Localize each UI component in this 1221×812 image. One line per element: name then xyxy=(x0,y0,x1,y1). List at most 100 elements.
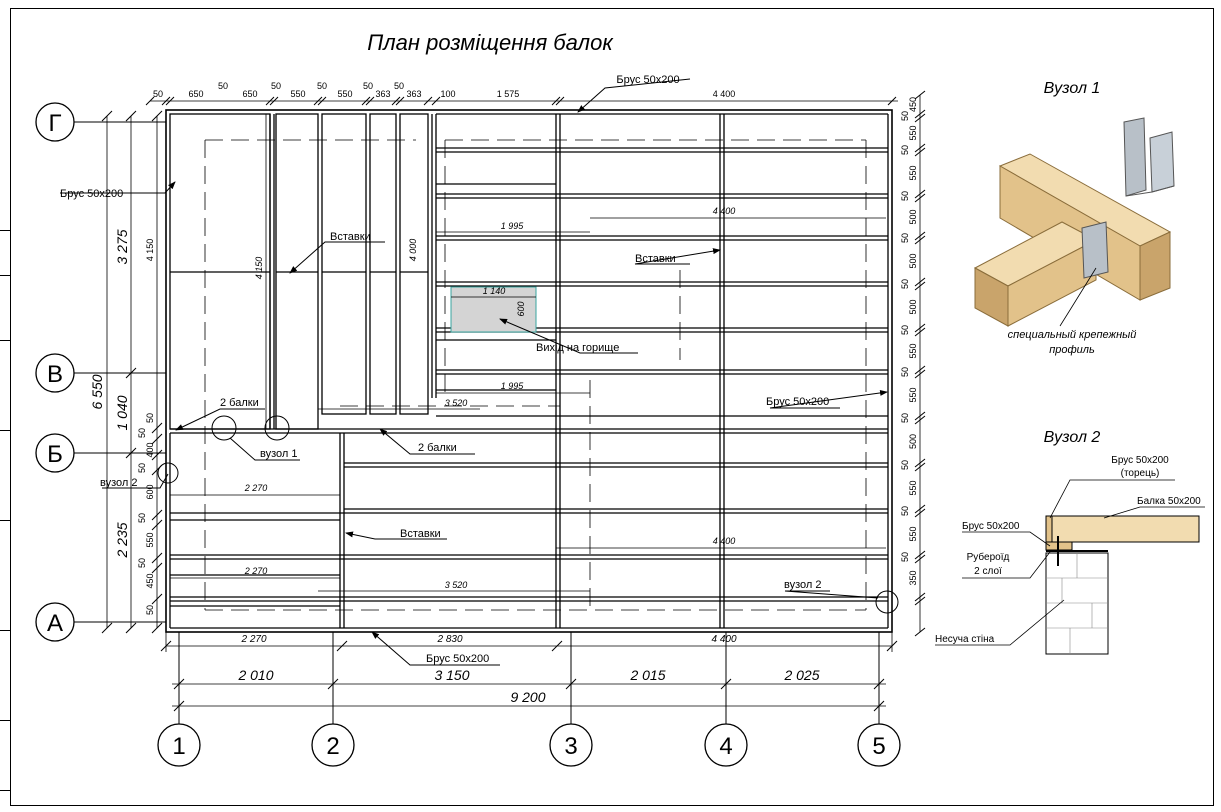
axis-letter-a: А xyxy=(47,610,63,637)
dimension-tick xyxy=(914,323,926,333)
node1-caption: профиль xyxy=(1049,344,1095,356)
left-outer-dim: 2 235 xyxy=(114,522,130,558)
top-dim: 550 xyxy=(290,89,305,99)
axis-number-5: 5 xyxy=(872,733,885,760)
node-markers xyxy=(157,415,899,614)
left-inner-dim: 50 xyxy=(137,428,147,438)
dimension-tick xyxy=(395,96,405,106)
right-dim: 50 xyxy=(900,111,910,121)
dimension-tick xyxy=(431,96,441,106)
left-outer-dim: 3 275 xyxy=(114,229,130,264)
inner-dim-1140: 1 140 xyxy=(483,286,506,296)
dimension-tick xyxy=(265,96,275,106)
dimension-tick xyxy=(914,193,926,203)
label-brus-top: Брус 50х200 xyxy=(616,74,679,86)
profile-plate-icon xyxy=(1081,221,1109,279)
dimension-tick xyxy=(914,113,926,123)
right-dim: 500 xyxy=(908,434,918,449)
left-inner-dim: 50 xyxy=(137,558,147,568)
top-dim: 363 xyxy=(406,89,421,99)
top-dim: 50 xyxy=(271,81,281,91)
inner-dim-1995: 1 995 xyxy=(501,381,525,391)
top-dim: 50 xyxy=(153,89,163,99)
right-dim: 50 xyxy=(900,460,910,470)
right-dim: 50 xyxy=(900,233,910,243)
top-dim: 50 xyxy=(317,81,327,91)
dimension-tick xyxy=(914,147,926,157)
right-dimension-ticks xyxy=(914,90,926,637)
left-zone-beams xyxy=(169,113,437,430)
left-inner-dim: 50 xyxy=(145,605,155,615)
hanger-bracket-icon xyxy=(1123,117,1147,197)
right-dim: 450 xyxy=(908,97,918,112)
dimension-tick xyxy=(317,96,327,106)
dimension-tick xyxy=(914,277,926,287)
main-beam-end xyxy=(1139,231,1171,301)
right-dim: 550 xyxy=(908,526,918,541)
top-dim: 550 xyxy=(337,89,352,99)
label-vstavky: Вставки xyxy=(330,231,371,243)
label-two-beams: 2 балки xyxy=(418,442,457,454)
margin-tick xyxy=(0,630,10,631)
label-node2-left: вузол 2 xyxy=(100,477,138,489)
right-dim: 50 xyxy=(900,191,910,201)
left-inner-dim: 450 xyxy=(145,573,155,588)
margin-tick xyxy=(0,340,10,341)
inner-dim-4400: 4 400 xyxy=(713,536,736,546)
top-dim: 100 xyxy=(440,89,455,99)
dimension-tick xyxy=(555,96,565,106)
node2-label-brus-torets: Брус 50х200 xyxy=(1111,455,1169,466)
left-inner-dim: 50 xyxy=(137,463,147,473)
axis-letter-leaders xyxy=(74,121,166,623)
bottom-dimension-lines xyxy=(165,632,893,707)
margin-tick xyxy=(0,430,10,431)
dimension-tick xyxy=(914,411,926,421)
label-node1-plan: вузол 1 xyxy=(260,448,298,460)
dimension-tick xyxy=(365,96,375,106)
bottom-row-dim: 2 830 xyxy=(436,634,462,645)
axis-number-2: 2 xyxy=(326,733,339,760)
total-dim: 9 200 xyxy=(510,689,545,705)
sheet-border xyxy=(10,8,1214,806)
node1-title: Вузол 1 xyxy=(1044,80,1101,97)
dimension-tick xyxy=(161,96,171,106)
right-dim: 550 xyxy=(908,165,918,180)
node2-label-ruberoid: Рубероїд xyxy=(967,551,1010,563)
right-dim: 550 xyxy=(908,125,918,140)
right-dim: 50 xyxy=(900,506,910,516)
axis-letter-g: Г xyxy=(49,110,62,137)
dimension-tick xyxy=(914,554,926,564)
dimension-tick xyxy=(914,462,926,472)
dimension-tick xyxy=(914,592,926,602)
right-dim: 550 xyxy=(908,387,918,402)
bottom-row-dim: 2 270 xyxy=(240,634,266,645)
top-dim: 50 xyxy=(394,81,404,91)
left-outer-dim: 1 040 xyxy=(114,395,130,430)
label-brus-right: Брус 50х200 xyxy=(766,396,829,408)
right-dim: 350 xyxy=(908,570,918,585)
top-dim: 50 xyxy=(218,81,228,91)
margin-tick xyxy=(0,520,10,521)
node1-detail: Вузол 1 специальный крепежный профиль xyxy=(973,80,1175,356)
right-dim: 500 xyxy=(908,299,918,314)
margin-tick xyxy=(0,720,10,721)
inner-dim-4400: 4 400 xyxy=(713,206,736,216)
top-dim: 50 xyxy=(363,81,373,91)
inner-dim-1995: 1 995 xyxy=(501,221,525,231)
axis-number-3: 3 xyxy=(564,733,577,760)
wall-blocks xyxy=(1046,553,1108,654)
inner-dim-2270: 2 270 xyxy=(244,566,268,576)
node2-brus-end xyxy=(1045,515,1053,543)
dimension-tick xyxy=(313,96,323,106)
hanger-bracket-icon xyxy=(1149,131,1175,193)
dimension-tick xyxy=(914,415,926,425)
callout-leaders xyxy=(60,78,888,666)
label-vstavky: Вставки xyxy=(635,253,676,265)
left-inner-dim: 50 xyxy=(145,413,155,423)
axis-dim: 3 150 xyxy=(434,667,469,683)
margin-tick xyxy=(0,230,10,231)
axis-number-4: 4 xyxy=(719,733,732,760)
axis-letter-v: В xyxy=(47,361,63,388)
axis-letter-b: Б xyxy=(47,441,63,468)
